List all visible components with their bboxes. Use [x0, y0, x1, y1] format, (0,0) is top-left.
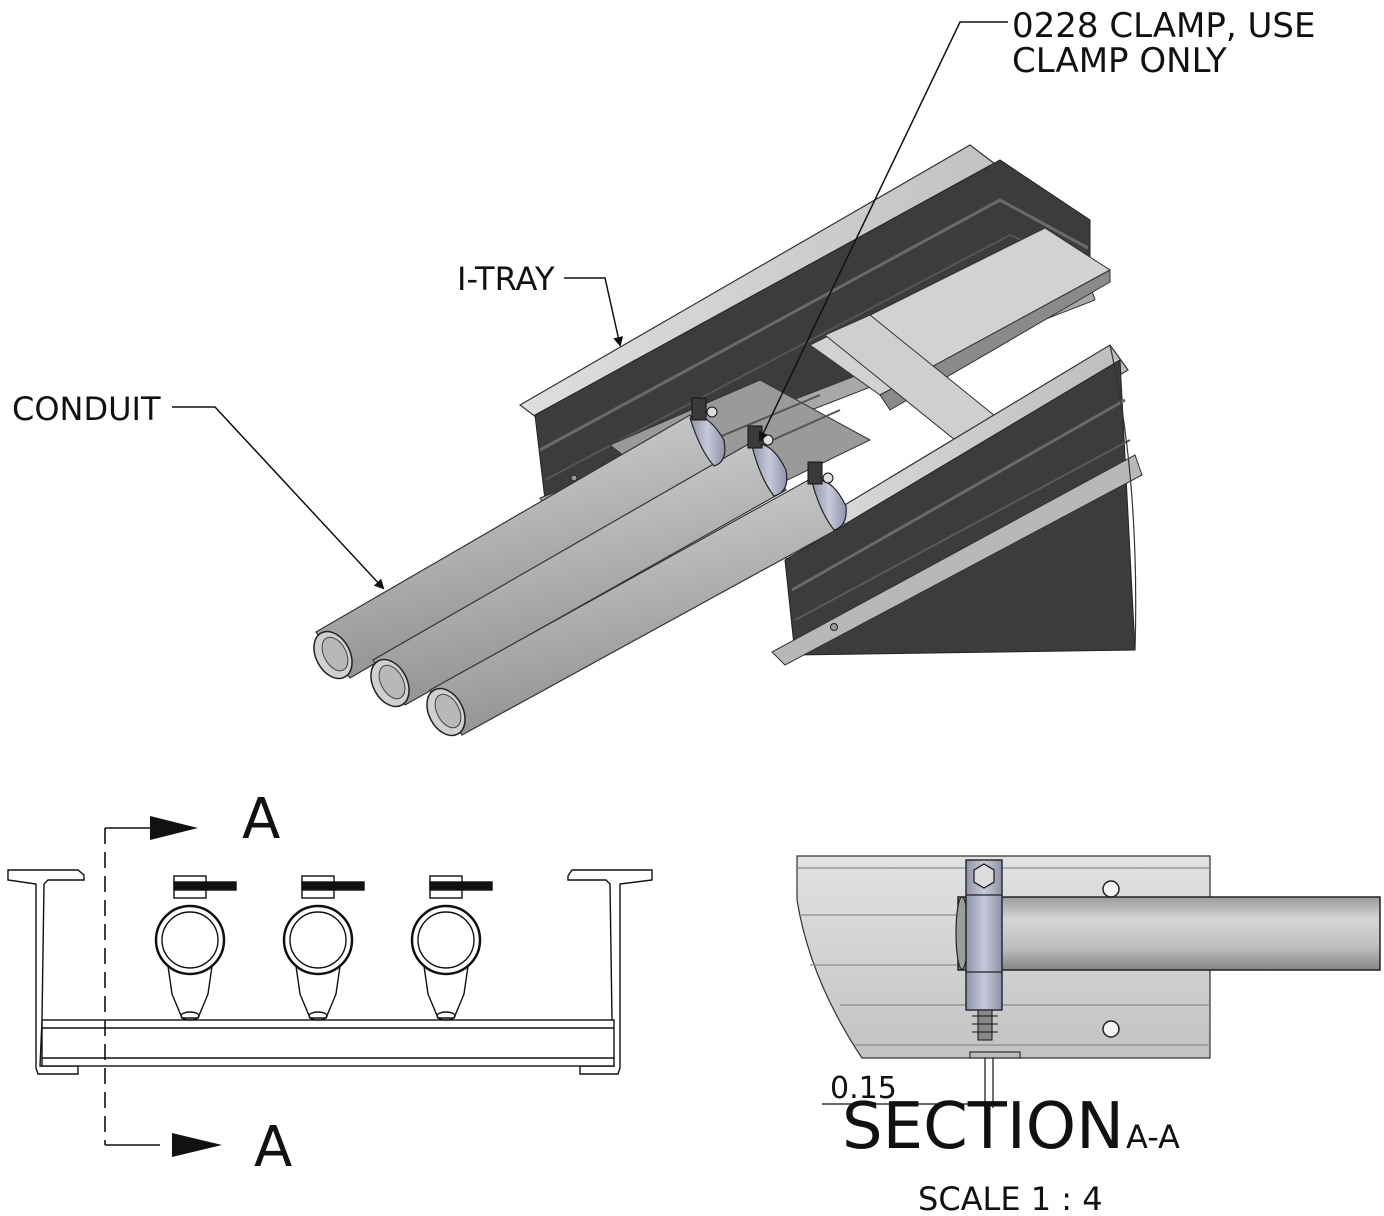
clamp-end-1 — [154, 875, 237, 1021]
conduit-2 — [370, 441, 787, 708]
section-view: 0.15 SECTION A-A SCALE 1 : 4 — [796, 855, 1381, 1216]
conduit-1 — [313, 414, 723, 680]
section-clamp — [965, 859, 1021, 1059]
section-letter-top: A — [242, 787, 280, 852]
section-arrow-bottom — [172, 1133, 222, 1157]
clamp-end-2 — [282, 875, 365, 1021]
section-scale: SCALE 1 : 4 — [918, 1180, 1103, 1216]
conduit-callout: CONDUIT — [12, 390, 161, 428]
section-title: SECTION — [842, 1090, 1124, 1164]
leader-conduit — [172, 406, 385, 590]
callout-leaders — [172, 21, 1008, 590]
end-view — [7, 816, 653, 1157]
itray-rungs — [609, 227, 1111, 521]
section-title-suffix: A-A — [1126, 1118, 1180, 1156]
left-ibeam — [7, 869, 85, 1075]
conduit-3 — [426, 477, 846, 737]
dimension-0-15 — [822, 1058, 994, 1108]
isometric-view: 0228 CLAMP, USE CLAMP ONLY I-TRAY CONDUI… — [12, 6, 1315, 737]
section-arrow-top — [150, 816, 198, 840]
itray-callout: I-TRAY — [457, 260, 555, 298]
section-conduit — [957, 896, 1381, 971]
dimension-value: 0.15 — [830, 1071, 897, 1106]
leader-itray — [564, 277, 624, 347]
itray-rail-front — [768, 344, 1143, 666]
clamp-iso-3 — [807, 461, 847, 531]
clamp-iso-2 — [747, 425, 788, 497]
clamp-callout-line1: 0228 CLAMP, USE — [1012, 6, 1315, 46]
rung — [41, 1019, 615, 1067]
section-letter-bottom: A — [254, 1115, 292, 1180]
clamp-end-3 — [410, 875, 493, 1021]
clamp-iso-1 — [689, 397, 726, 467]
leader-clamp — [758, 21, 1008, 442]
clamp-callout-line2: CLAMP ONLY — [1012, 41, 1227, 81]
